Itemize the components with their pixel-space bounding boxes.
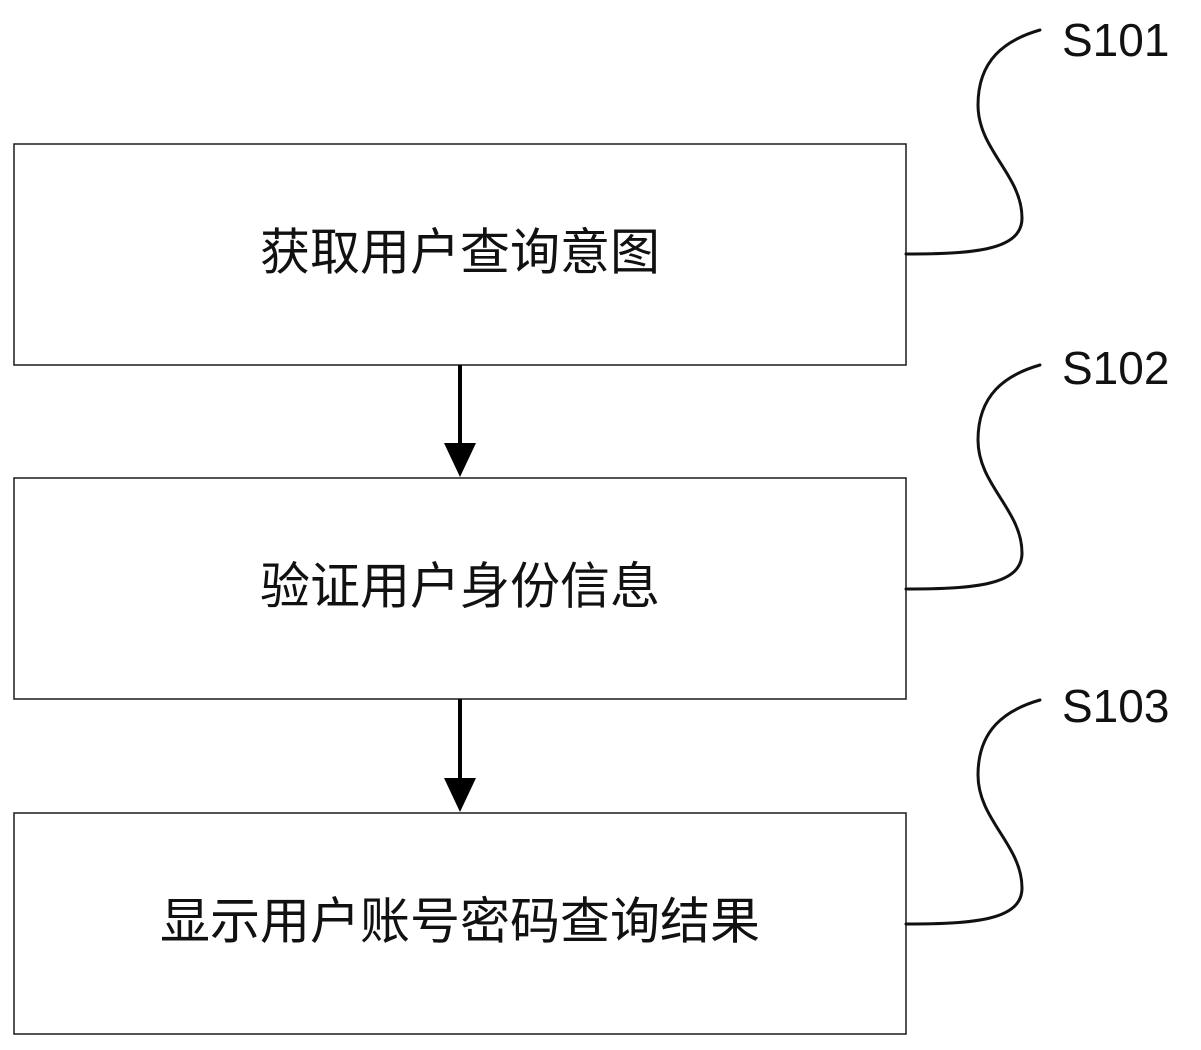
step-text-s101: 获取用户查询意图 xyxy=(260,224,660,282)
step-s101: 获取用户查询意图 S101 xyxy=(13,14,1169,366)
step-label-s103: S103 xyxy=(1062,680,1169,732)
step-label-s102: S102 xyxy=(1062,342,1169,394)
arrow-head xyxy=(444,778,476,812)
step-text-s103: 显示用户账号密码查询结果 xyxy=(160,893,760,951)
arrow-head xyxy=(444,443,476,477)
step-s102: 验证用户身份信息 S102 xyxy=(13,342,1169,700)
leader-line-s101 xyxy=(904,28,1042,256)
step-s103: 显示用户账号密码查询结果 S103 xyxy=(13,680,1169,1035)
step-label-s101: S101 xyxy=(1062,14,1169,66)
step-box-s103 xyxy=(13,812,907,1035)
leader-line-s103 xyxy=(904,698,1042,926)
arrow-s101-to-s102 xyxy=(444,365,476,477)
step-text-s102: 验证用户身份信息 xyxy=(260,558,660,616)
step-box-s101 xyxy=(13,143,907,366)
leader-line-s102 xyxy=(904,363,1042,591)
step-box-s102 xyxy=(13,477,907,700)
arrow-s102-to-s103 xyxy=(444,699,476,812)
